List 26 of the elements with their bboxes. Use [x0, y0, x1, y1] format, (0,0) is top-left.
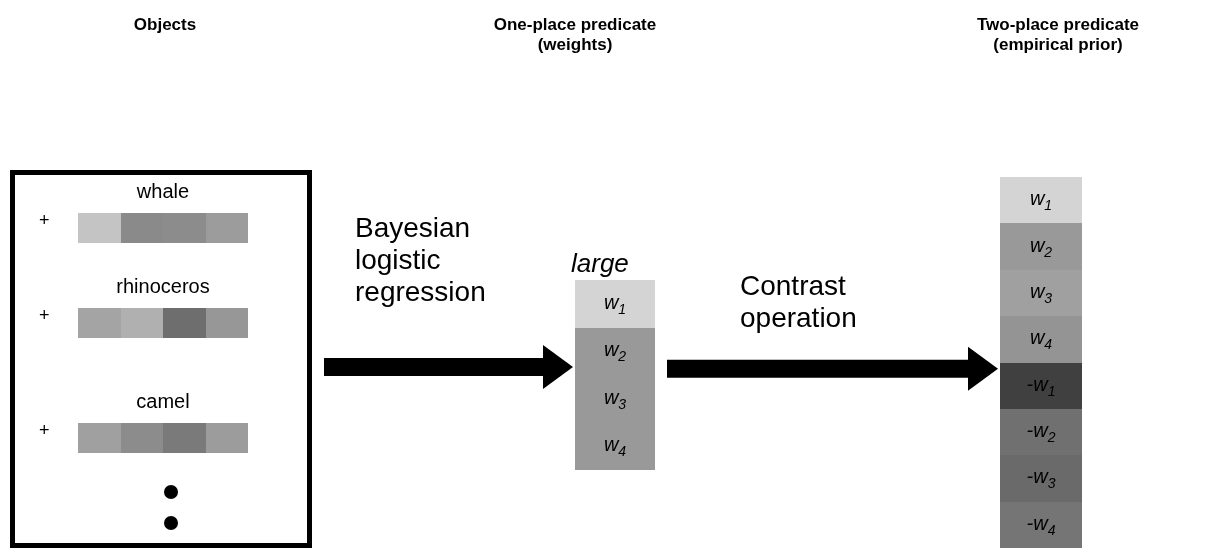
- weight-cell: -w$_{4}$: [1000, 501, 1082, 548]
- predicate-name: large: [571, 248, 629, 279]
- weight-cell: w$_{2}$: [575, 327, 655, 375]
- weight-cell: w$_{3}$: [1000, 269, 1082, 317]
- plus-sign: +: [39, 420, 50, 441]
- prior-column: [1000, 177, 1082, 548]
- weight-cell: w$_{4}$: [1000, 316, 1082, 363]
- weight-cell: w$_{3}$: [575, 375, 655, 423]
- weight-cell: w$_{2}$: [1000, 223, 1082, 270]
- object-name: whale: [135, 180, 191, 203]
- weight-cell: -w$_{2}$: [1000, 408, 1082, 456]
- plus-sign: +: [39, 210, 50, 231]
- column-heading: Objects: [132, 15, 198, 35]
- weight-cell: w$_{1}$: [575, 280, 655, 328]
- object-name: rhinoceros: [115, 275, 211, 298]
- object-name: camel: [135, 390, 191, 413]
- weight-cell: w$_{1}$: [1000, 177, 1082, 224]
- objects-frame: [10, 170, 312, 548]
- column-heading: One-place predicate (weights): [492, 15, 658, 55]
- plus-sign: +: [39, 305, 50, 326]
- arrow: [324, 345, 573, 389]
- weight-cell: w$_{4}$: [575, 422, 655, 470]
- arrow: [667, 346, 998, 391]
- weight-cell: -w$_{1}$: [1000, 362, 1082, 409]
- weight-cell: -w$_{3}$: [1000, 455, 1082, 502]
- column-heading: Two-place predicate (empirical prior): [975, 15, 1141, 55]
